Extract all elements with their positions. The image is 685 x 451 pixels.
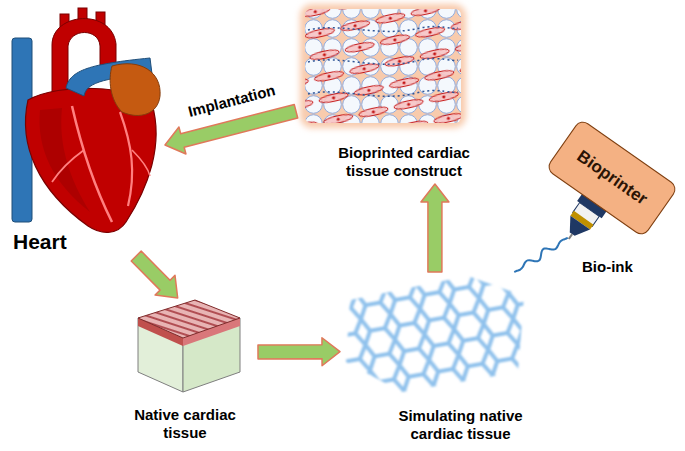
dotted-network xyxy=(308,91,458,97)
fiber-layer xyxy=(305,9,461,123)
dotted-network xyxy=(308,59,458,65)
construct-box: Bioprinted cardiac tissue construct xyxy=(296,2,482,184)
nozzle-needle xyxy=(568,234,573,240)
mesh-network xyxy=(346,276,524,392)
node-label: Simulating native cardiac tissue xyxy=(386,407,536,443)
cell-layer xyxy=(305,9,461,123)
material-label: Bio-ink xyxy=(582,258,633,275)
coronary-vessel xyxy=(52,150,84,182)
coronary-vessel xyxy=(72,106,112,222)
slab-top xyxy=(138,300,240,338)
node-label: Bioprinted cardiac tissue construct xyxy=(328,144,480,180)
coronary-vessel xyxy=(120,112,132,206)
nozzle-cone xyxy=(562,216,590,241)
bioprinter-box: Bioprinter xyxy=(545,118,679,238)
dotted-network xyxy=(308,27,458,32)
flow-arrow xyxy=(165,104,298,154)
scaffold-mesh xyxy=(346,276,524,392)
flow-arrow xyxy=(421,184,449,272)
heart-illustration xyxy=(12,8,160,232)
bio-ink-strand xyxy=(514,238,568,272)
coronary-vessel xyxy=(132,150,150,176)
node-label: Native cardiac tissue xyxy=(120,406,250,442)
organ-label-box: Heart xyxy=(5,6,165,256)
scaffold-box: Simulating native cardiac tissue xyxy=(340,272,545,449)
flow-arrow xyxy=(258,338,340,366)
node-label: Heart xyxy=(13,229,67,254)
edge-label: Implantation xyxy=(187,82,278,121)
tissue-box: Native cardiac tissue xyxy=(112,298,258,448)
construct-illustration xyxy=(300,4,466,128)
flow-arrow xyxy=(131,251,177,298)
heart-shading xyxy=(39,108,90,212)
left-atrium xyxy=(110,64,160,116)
tissue-slab xyxy=(138,300,240,392)
node-label: Bioprinter xyxy=(573,146,651,209)
construct-glow xyxy=(300,4,466,128)
